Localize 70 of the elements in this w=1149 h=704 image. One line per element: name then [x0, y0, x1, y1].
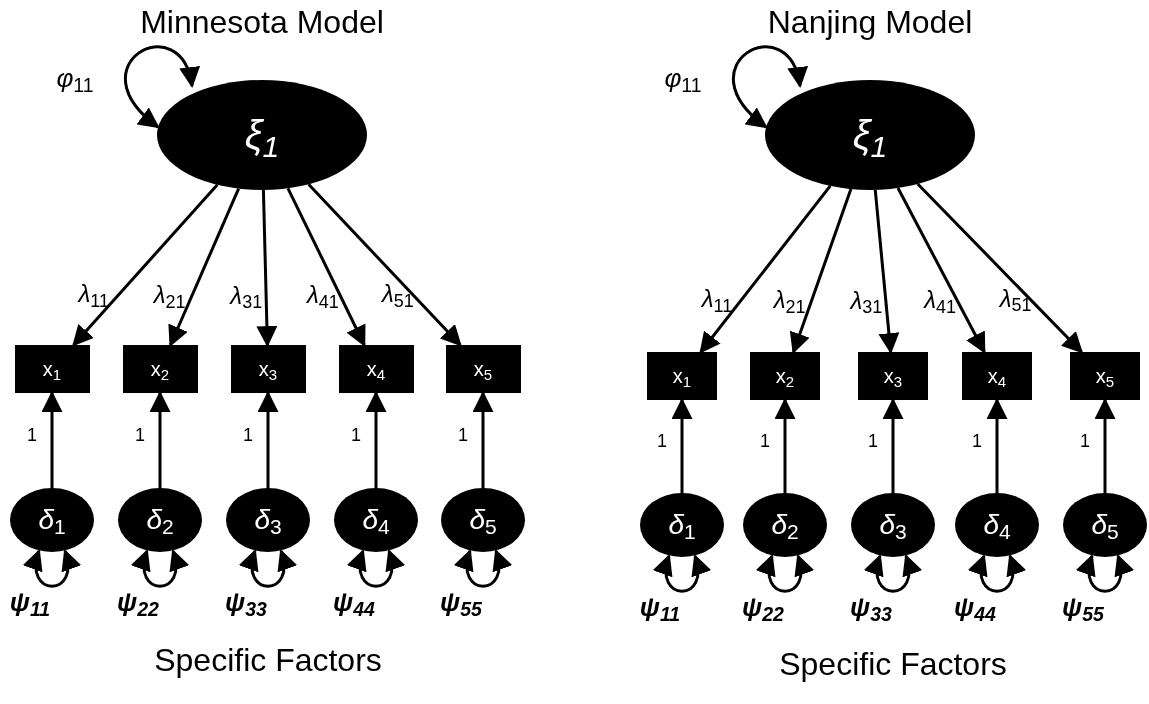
- edge-label: λ$_{11}$: [78, 282, 110, 307]
- edge-label: λ$_{51}$: [999, 286, 1032, 311]
- edge-label: 1: [135, 425, 145, 444]
- edge-label: ψ$_{33}$: [225, 589, 267, 615]
- observed-variable-box: x$_{3}$: [230, 345, 306, 393]
- group-caption: Specific Factors: [154, 644, 382, 676]
- edge-label: ψ$_{44}$: [954, 594, 996, 620]
- edge-label: 1: [760, 431, 770, 450]
- edge-label: φ$_{11}$: [56, 65, 94, 91]
- observed-variable-box: x$_{1}$: [647, 352, 717, 400]
- arrow: [699, 185, 832, 354]
- arrow: [916, 182, 1084, 354]
- error-ellipse: δ$_{2}$: [743, 493, 827, 557]
- observed-variable-box: x$_{4}$: [338, 345, 414, 393]
- error-ellipse: δ$_{3}$: [226, 488, 310, 552]
- arrow: [307, 183, 462, 347]
- model-title: Nanjing Model: [767, 6, 973, 38]
- edge-label: φ$_{11}$: [664, 65, 702, 91]
- arrow: [72, 183, 219, 347]
- error-ellipse: δ$_{2}$: [118, 488, 202, 552]
- edge-label: ψ$_{11}$: [639, 594, 681, 620]
- arrow: [168, 188, 240, 347]
- edge-label: λ$_{51}$: [381, 282, 414, 306]
- edge-label: λ$_{21}$: [153, 283, 186, 308]
- arrow: [256, 189, 278, 348]
- arrow: [286, 187, 366, 347]
- error-ellipse: δ$_{1}$: [10, 488, 94, 552]
- error-ellipse: δ$_{1}$: [640, 493, 724, 557]
- edge-label: 1: [657, 431, 667, 450]
- edge-label: ψ$_{44}$: [333, 589, 375, 615]
- error-ellipse: δ$_{4}$: [334, 488, 418, 552]
- edge-label: λ$_{21}$: [773, 288, 806, 313]
- error-ellipse: δ$_{5}$: [1063, 493, 1147, 557]
- edge-label: 1: [1080, 431, 1090, 450]
- edge-label: λ$_{31}$: [850, 288, 883, 313]
- edge-label: ψ$_{22}$: [117, 589, 159, 615]
- edge-label: ψ$_{55}$: [1062, 594, 1104, 620]
- edge-label: 1: [351, 425, 361, 444]
- observed-variable-box: x$_{3}$: [858, 352, 928, 400]
- edge-label: λ$_{41}$: [307, 283, 339, 308]
- observed-variable-box: x$_{5}$: [445, 345, 521, 393]
- error-ellipse: δ$_{3}$: [851, 493, 935, 557]
- edge-label: ψ$_{55}$: [440, 589, 482, 615]
- observed-variable-box: x$_{4}$: [962, 352, 1032, 400]
- edge-label: 1: [27, 425, 37, 444]
- edge-label: ψ$_{22}$: [742, 594, 784, 620]
- arrow: [896, 187, 986, 354]
- edge-label: ψ$_{33}$: [850, 594, 892, 620]
- latent-factor-ellipse: ξ$_{1}$: [157, 80, 367, 190]
- edge-label: 1: [243, 425, 253, 444]
- arrow: [124, 45, 198, 129]
- observed-variable-box: x$_{2}$: [750, 352, 820, 400]
- observed-variable-box: x$_{2}$: [122, 345, 198, 393]
- edge-label: λ$_{31}$: [230, 283, 263, 308]
- edge-label: 1: [972, 431, 982, 450]
- observed-variable-box: x$_{5}$: [1070, 352, 1140, 400]
- error-ellipse: δ$_{5}$: [441, 488, 525, 552]
- model-title: Minnesota Model: [140, 6, 384, 38]
- arrow: [873, 189, 900, 355]
- edge-label: ψ$_{11}$: [9, 589, 51, 615]
- observed-variable-box: x$_{1}$: [14, 345, 90, 393]
- edge-label: λ$_{11}$: [701, 287, 733, 312]
- arrow: [789, 188, 853, 354]
- latent-factor-ellipse: ξ$_{1}$: [765, 80, 975, 190]
- error-ellipse: δ$_{4}$: [955, 493, 1039, 557]
- arrow: [732, 45, 806, 129]
- edge-label: λ$_{41}$: [924, 288, 957, 313]
- group-caption: Specific Factors: [779, 648, 1007, 680]
- edge-label: 1: [458, 425, 468, 444]
- edge-label: 1: [868, 431, 878, 450]
